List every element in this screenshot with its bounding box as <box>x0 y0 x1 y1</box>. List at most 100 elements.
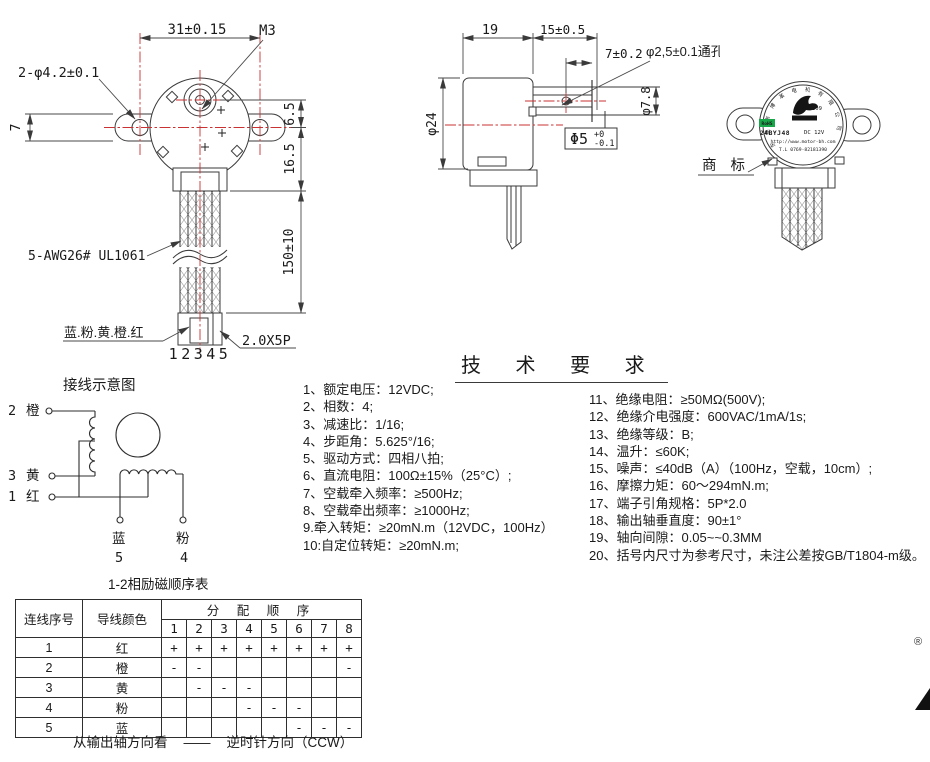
wire-color-cell: 黄 <box>82 677 162 698</box>
sequence-cell: - <box>186 657 212 678</box>
sequence-cell: + <box>236 637 262 658</box>
tech-item: 19、轴向间隙：0.05~~0.3MM <box>589 530 762 546</box>
dim-shaft-diameter: Φ5 <box>570 130 588 148</box>
note-view-direction: 从输出轴方向看 <box>73 735 168 750</box>
wire-spec-label: 5-AWG26# UL1061 <box>28 249 145 264</box>
terminal-5 <box>116 516 124 524</box>
table-step-header: 7 <box>311 619 337 638</box>
dim-boss-diameter: φ7.8 <box>639 87 653 116</box>
rohs-badge <box>759 119 775 127</box>
table-step-header: 8 <box>336 619 362 638</box>
wire-strip-side <box>506 185 522 250</box>
tech-item: 8、空载牵出频率：≥1000Hz; <box>303 503 470 519</box>
sequence-cell <box>286 677 312 698</box>
terminal-1 <box>48 493 56 501</box>
back-wire-housing <box>774 167 836 189</box>
sequence-cell: + <box>336 637 362 658</box>
motor-body-side <box>462 77 534 171</box>
tech-requirements-right-column: 11、绝缘电阻：≥50MΩ(500V);12、绝缘介电强度：600VAC/1mA… <box>589 391 930 564</box>
terminal-1-color: 红 <box>26 489 40 504</box>
coil-a <box>89 411 96 476</box>
tech-requirements-left-column: 1、额定电压：12VDC;2、相数：4;3、减速比：1/16;4、步距角：5.6… <box>303 381 595 554</box>
crimp-diamond-icons <box>156 89 244 159</box>
sequence-cell <box>211 697 237 718</box>
sequence-cell <box>261 677 287 698</box>
tech-item: 6、直流电阻：100Ω±15%（25°C）; <box>303 468 512 484</box>
terminal-1-number: 1 <box>8 489 16 505</box>
sequence-cell: - <box>161 657 187 678</box>
sequence-cell <box>311 657 337 678</box>
motor-front-view-drawing: 31±0.15 M3 2-φ4.2±0.1 7 6.5 16.5 150±10 … <box>9 22 306 363</box>
table-step-header: 2 <box>186 619 212 638</box>
sequence-cell: - <box>211 677 237 698</box>
sticker-code: 209 <box>812 106 822 112</box>
sequence-cell: + <box>311 637 337 658</box>
trademark-leader <box>698 158 773 176</box>
sequence-cell: - <box>236 677 262 698</box>
dim-thread: M3 <box>259 23 276 39</box>
dim-holes-label: 2-φ4.2±0.1 <box>18 65 99 81</box>
rotation-direction-note: 从输出轴方向看——逆时针方向（CCW） <box>73 731 369 751</box>
sequence-cell: + <box>186 637 212 658</box>
sequence-cell: + <box>161 637 187 658</box>
sequence-cell: - <box>336 717 362 738</box>
shaft-tolerance-lower: -0.1 <box>594 139 614 149</box>
dim-body-height: 16.5 <box>283 143 298 174</box>
sequence-cell <box>261 657 287 678</box>
terminal-4 <box>179 516 187 524</box>
coil-b <box>119 469 183 475</box>
sticker-bar <box>792 115 817 121</box>
tech-item: 13、绝缘等级：B; <box>589 426 694 442</box>
tech-item: 1、额定电压：12VDC; <box>303 382 434 397</box>
sequence-cell <box>186 697 212 718</box>
sequence-cell: - <box>336 657 362 678</box>
tech-item: 2、相数：4; <box>303 399 374 415</box>
sequence-cell: - <box>186 677 212 698</box>
sticker-website: http://www.motor-bh.com <box>771 139 836 145</box>
tech-item: 12、绝缘介电强度：600VAC/1mA/1s; <box>589 409 807 425</box>
sequence-cell: + <box>261 637 287 658</box>
motor-side-view-drawing: 19 15±0.5 7±0.2 φ2,5±0.1通孔 φ7.8 φ24 Φ5 +… <box>425 22 720 250</box>
wire-color-cell: 橙 <box>82 657 162 678</box>
trademark-label: 商 标 <box>702 157 750 174</box>
table-header-wire-color: 导线颜色 <box>82 599 162 638</box>
registered-trademark-icon: ® <box>914 636 923 648</box>
dim-body-depth: 19 <box>482 22 498 38</box>
terminal-2 <box>45 407 53 415</box>
rohs-text: RoHS <box>761 121 772 127</box>
dim-hole-span: 31±0.15 <box>167 22 226 38</box>
through-hole-label: φ2,5±0.1通孔 <box>646 44 720 59</box>
connector-spec-label: 2.0X5P <box>242 333 291 349</box>
tech-item: 9.牵入转矩：≥20mN.m（12VDC，100Hz） <box>303 520 554 536</box>
back-wire-bundle <box>781 187 823 251</box>
sticker-voltage: DC 12V <box>804 130 825 136</box>
sequence-cell <box>211 657 237 678</box>
terminal-5-number: 5 <box>115 550 123 566</box>
sequence-table-caption: 1-2相励磁顺序表 <box>108 577 209 592</box>
wiring-circuit <box>45 407 187 524</box>
terminal-4-color: 粉 <box>176 531 190 546</box>
terminal-5-color: 蓝 <box>112 531 126 546</box>
rotor-circle <box>115 412 161 458</box>
note-rotation: 逆时针方向（CCW） <box>226 735 354 750</box>
terminal-2-number: 2 <box>8 403 16 419</box>
dim-hole-offset: 7±0.2 <box>605 46 643 61</box>
tech-requirements-title: 技 术 要 求 <box>455 349 668 383</box>
table-step-header: 3 <box>211 619 237 638</box>
dim-ear-width: 7 <box>9 124 24 132</box>
sequence-cell: + <box>286 637 312 658</box>
sticker-model: 24BYJ48 <box>760 130 790 137</box>
side-dimension-lines <box>438 33 659 170</box>
table-step-header: 6 <box>286 619 312 638</box>
motor-label-view-drawing: 东莞市博革电机有限公司 209 RoHS 24BYJ48 DC 12V http… <box>698 81 881 251</box>
tech-item: 7、空载牵入频率：≥500Hz; <box>303 485 463 501</box>
sequence-cell: - <box>261 697 287 718</box>
front-centerlines <box>104 33 297 352</box>
dim-ear-extension: 15±0.5 <box>540 22 585 37</box>
